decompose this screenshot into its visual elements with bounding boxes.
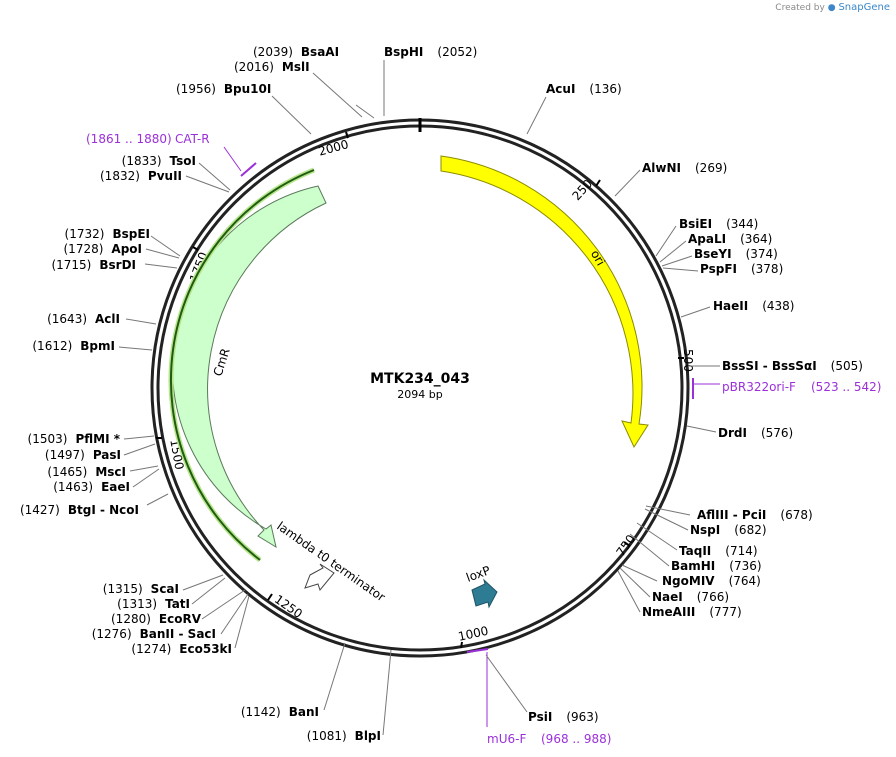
enzyme-tati[interactable]: (1313)TatI [117,597,190,611]
lambda-t0-terminator-feature[interactable] [304,563,335,592]
enzyme-bsssi[interactable]: BssSI - BssSαI(505) [722,359,863,373]
primer-mu6-f-name: mU6-F [487,732,526,746]
enzymes-right: AcuI(136) AlwNI(269) BsiEI(344) ApaLI(36… [528,82,863,724]
snapgene-credit: Created by ● SnapGene [775,2,890,13]
cmr-highlight-core [169,169,315,561]
enzyme-naei[interactable]: NaeI(766) [652,590,729,604]
primers: (1861 .. 1880) CAT-R pBR322ori-F (523 ..… [86,132,881,746]
enzyme-bseyi[interactable]: BseYI(374) [694,247,778,261]
enzymes-left: (1833)TsoI (1832)PvuII (1732)BspEI (1728… [20,154,381,743]
plasmid-length: 2094 bp [397,388,442,401]
tick-2000-mark [345,131,349,139]
enzyme-pvuii[interactable]: (1832)PvuII [100,169,182,183]
enzyme-nmeaiii[interactable]: NmeAIII(777) [642,605,742,619]
primer-pbr322ori-f-name: pBR322ori-F [722,380,796,394]
enzyme-bsphi[interactable]: BspHI(2052) [384,45,477,59]
ori-feature[interactable] [440,155,649,449]
enzyme-bpmi[interactable]: (1612)BpmI [32,339,115,353]
enzyme-taqii[interactable]: TaqII(714) [679,544,758,558]
ori-label: ori [588,248,608,269]
primer-mu6-f-range: (968 .. 988) [541,732,611,746]
enzyme-bani[interactable]: (1142)BanI [241,705,319,719]
enzyme-ngomiv[interactable]: NgoMIV(764) [662,574,761,588]
tick-250-mark [595,179,601,187]
enzyme-pflmi[interactable]: (1503)PflMI * [28,432,121,446]
loxp-label: loxP [464,563,492,585]
enzyme-scai[interactable]: (1315)ScaI [103,582,179,596]
enzyme-afliii-pcii[interactable]: AflIII - PciI(678) [697,508,813,522]
enzyme-eaei[interactable]: (1463)EaeI [53,480,130,494]
enzyme-bsaai[interactable]: (2039)BsaAI [253,45,339,59]
enzyme-bamhi[interactable]: BamHI(736) [671,559,762,573]
credit-prefix: Created by [775,3,825,13]
snapgene-logo-icon: ● [827,3,836,13]
enzyme-haeii[interactable]: HaeII(438) [713,299,795,313]
primer-cat-r-name: CAT-R [175,132,210,146]
primer-mu6-f-mark[interactable] [466,648,489,653]
tick-1750-mark [192,246,199,251]
tick-1000: 1000 [457,624,490,644]
plasmid-name: MTK234_043 [370,371,470,387]
tick-1000-mark [460,641,463,649]
enzyme-msci[interactable]: (1465)MscI [47,465,126,479]
enzymes-top: (2039)BsaAI (2016)MslI BspHI(2052) (1956… [176,45,477,96]
enzyme-leaders [118,60,720,736]
enzyme-nspi[interactable]: NspI(682) [690,523,767,537]
enzyme-blpi[interactable]: (1081)BlpI [307,729,381,743]
tick-1250: 1250 [272,592,305,621]
enzyme-apali[interactable]: ApaLI(364) [688,232,772,246]
enzyme-alwni[interactable]: AlwNI(269) [642,161,727,175]
enzyme-btgi-ncoi[interactable]: (1427)BtgI - NcoI [20,503,139,517]
enzyme-bsrdi[interactable]: (1715)BsrDI [51,258,136,272]
enzyme-bsiei[interactable]: BsiEI(344) [679,217,758,231]
enzyme-pspfi[interactable]: PspFI(378) [700,262,783,276]
tick-500: 500 [681,349,695,372]
primer-cat-r-range: (1861 .. 1880) [86,132,172,146]
primer-pbr322ori-f-range: (523 .. 542) [811,380,881,394]
cmr-label: CmR [211,347,233,378]
enzyme-apoi[interactable]: (1728)ApoI [64,242,143,256]
backbone [150,118,690,658]
enzyme-bspei[interactable]: (1732)BspEI [65,227,150,241]
enzyme-msli[interactable]: (2016)MslI [234,60,310,74]
enzyme-bpu10i[interactable]: (1956)Bpu10I [176,82,271,96]
loxp-feature[interactable] [471,578,498,609]
enzyme-acli[interactable]: (1643)AclI [47,312,120,326]
enzyme-psii[interactable]: PsiI(963) [528,710,599,724]
tick-1250-mark [267,593,273,601]
enzyme-pasi[interactable]: (1497)PasI [45,448,121,462]
primer-cat-r-mark[interactable] [240,162,257,177]
tick-750-mark [623,541,631,547]
enzyme-tsoi[interactable]: (1833)TsoI [122,154,196,168]
lambda-t0-terminator-label: lambda t0 terminator [274,519,388,604]
tick-2000: 2000 [317,137,350,158]
credit-brand: SnapGene [838,2,890,13]
enzyme-drdi[interactable]: DrdI(576) [718,426,793,440]
enzyme-banii-saci[interactable]: (1276)BanII - SacI [92,627,216,641]
enzyme-eco53ki[interactable]: (1274)Eco53kI [131,642,232,656]
enzyme-ecorv[interactable]: (1280)EcoRV [111,612,202,626]
enzyme-acui[interactable]: AcuI(136) [546,82,622,96]
